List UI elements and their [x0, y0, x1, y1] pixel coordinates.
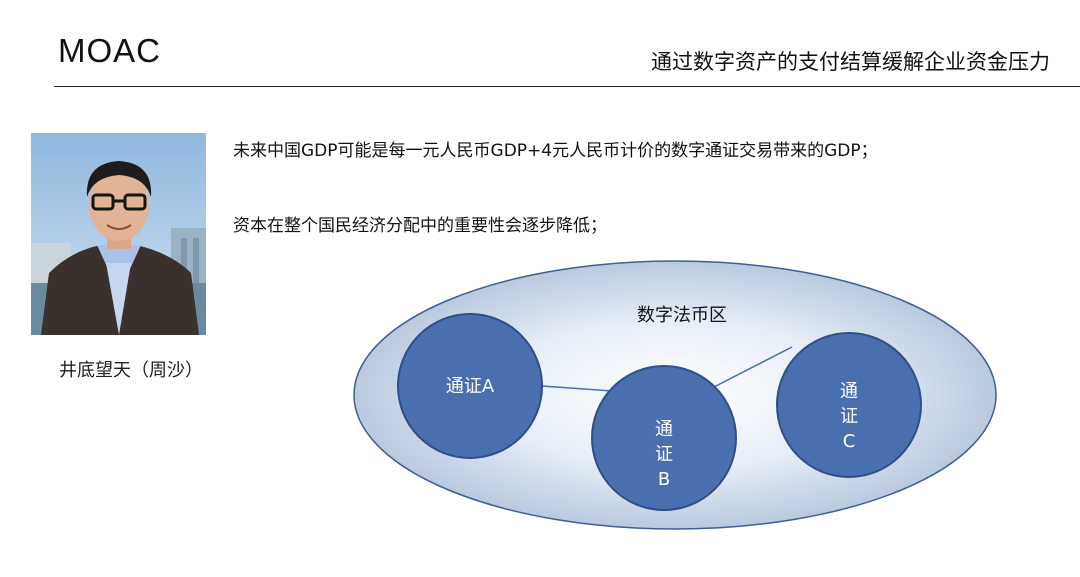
header-divider [54, 86, 1080, 87]
person-portrait-icon [31, 133, 206, 335]
edge-b-c [711, 346, 793, 389]
node-a-text: 通证A [445, 376, 495, 397]
node-b-line1: 通 [655, 419, 673, 440]
statement-gdp: 未来中国GDP可能是每一元人民币GDP+4元人民币计价的数字通证交易带来的GDP… [233, 141, 878, 161]
logo-wordmark: MOAC [58, 32, 161, 69]
node-c-line1: 通 [840, 381, 858, 402]
node-c-label: 通 证 C [799, 379, 899, 454]
node-b-label: 通 证 B [614, 417, 714, 492]
slide-title: 通过数字资产的支付结算缓解企业资金压力 [651, 50, 1050, 74]
profile-photo [31, 133, 206, 335]
statement-capital: 资本在整个国民经济分配中的重要性会逐步降低； [233, 216, 607, 236]
node-c-line3: C [842, 431, 856, 452]
node-b-line2: 证 [655, 444, 673, 465]
moac-logo-icon: MOAC [58, 32, 161, 69]
profile-caption: 井底望天（周沙） [59, 360, 203, 381]
edge-a-b [541, 385, 613, 392]
zone-label: 数字法币区 [637, 305, 727, 326]
node-c-line2: 证 [840, 406, 858, 427]
node-b-line3: B [657, 469, 671, 490]
node-a-label: 通证A [420, 374, 520, 399]
moac-logo: MOAC [58, 31, 178, 71]
